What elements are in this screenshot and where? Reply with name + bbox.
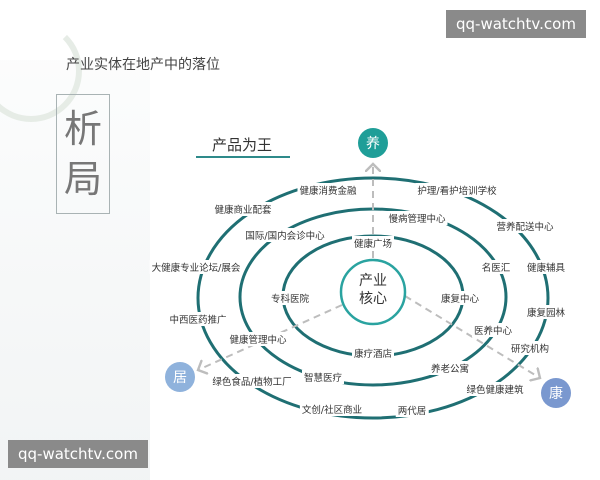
ring-label: 专科医院 <box>268 291 312 305</box>
core-line: 产业 <box>359 273 387 289</box>
node-kang: 康 <box>541 378 571 408</box>
ring-label: 营养配送中心 <box>494 219 556 233</box>
ring-label: 研究机构 <box>508 341 552 355</box>
decorative-arc <box>0 20 82 122</box>
background-building-decoration <box>0 60 150 480</box>
ring-label: 健康广场 <box>351 236 395 250</box>
section-subtitle: 产品为王 <box>212 136 273 154</box>
ring-label: 医养中心 <box>471 323 515 337</box>
ring-label: 康疗酒店 <box>351 346 395 360</box>
ring-label: 绿色食品/植物工厂 <box>210 374 294 388</box>
ring-label: 健康商业配套 <box>212 202 274 216</box>
core-label: 产业 核心 <box>359 272 387 308</box>
ring-label: 健康辅具 <box>524 260 568 274</box>
ring-label: 健康管理中心 <box>227 332 289 346</box>
calligraphy-char: 局 <box>63 157 102 201</box>
ring-label: 两代居 <box>395 403 429 417</box>
ring-label: 康复中心 <box>438 291 482 305</box>
outer-ring <box>196 176 550 420</box>
ring-label: 名医汇 <box>479 260 513 274</box>
calligraphy-char: 析 <box>63 107 102 151</box>
watermark-top: qq-watchtv.com <box>446 10 586 38</box>
ring-label: 大健康专业论坛/展会 <box>149 260 243 274</box>
page-title: 产业实体在地产中的落位 <box>66 57 220 73</box>
ring-label: 文创/社区商业 <box>299 402 365 416</box>
watermark-bottom: qq-watchtv.com <box>8 440 148 468</box>
ring-label: 健康消费金融 <box>297 183 359 197</box>
ring-label: 国际/国内会诊中心 <box>243 228 327 242</box>
ring-label: 智慧医疗 <box>301 370 345 384</box>
core-circle <box>339 258 407 326</box>
ring-label: 绿色健康建筑 <box>464 382 526 396</box>
ring-label: 护理/看护培训学校 <box>415 183 499 197</box>
ring-label: 慢病管理中心 <box>386 211 448 225</box>
subtitle-underline <box>196 156 290 158</box>
node-ju: 居 <box>165 362 195 392</box>
node-yang: 养 <box>358 128 388 158</box>
core-line: 核心 <box>359 291 387 307</box>
calligraphy-box: 析 局 <box>56 94 110 214</box>
ring-label: 中西医药推广 <box>167 312 229 326</box>
ring-label: 康复园林 <box>524 305 568 319</box>
ring-label: 养老公寓 <box>428 361 472 375</box>
arrow-to-kang <box>404 295 540 378</box>
